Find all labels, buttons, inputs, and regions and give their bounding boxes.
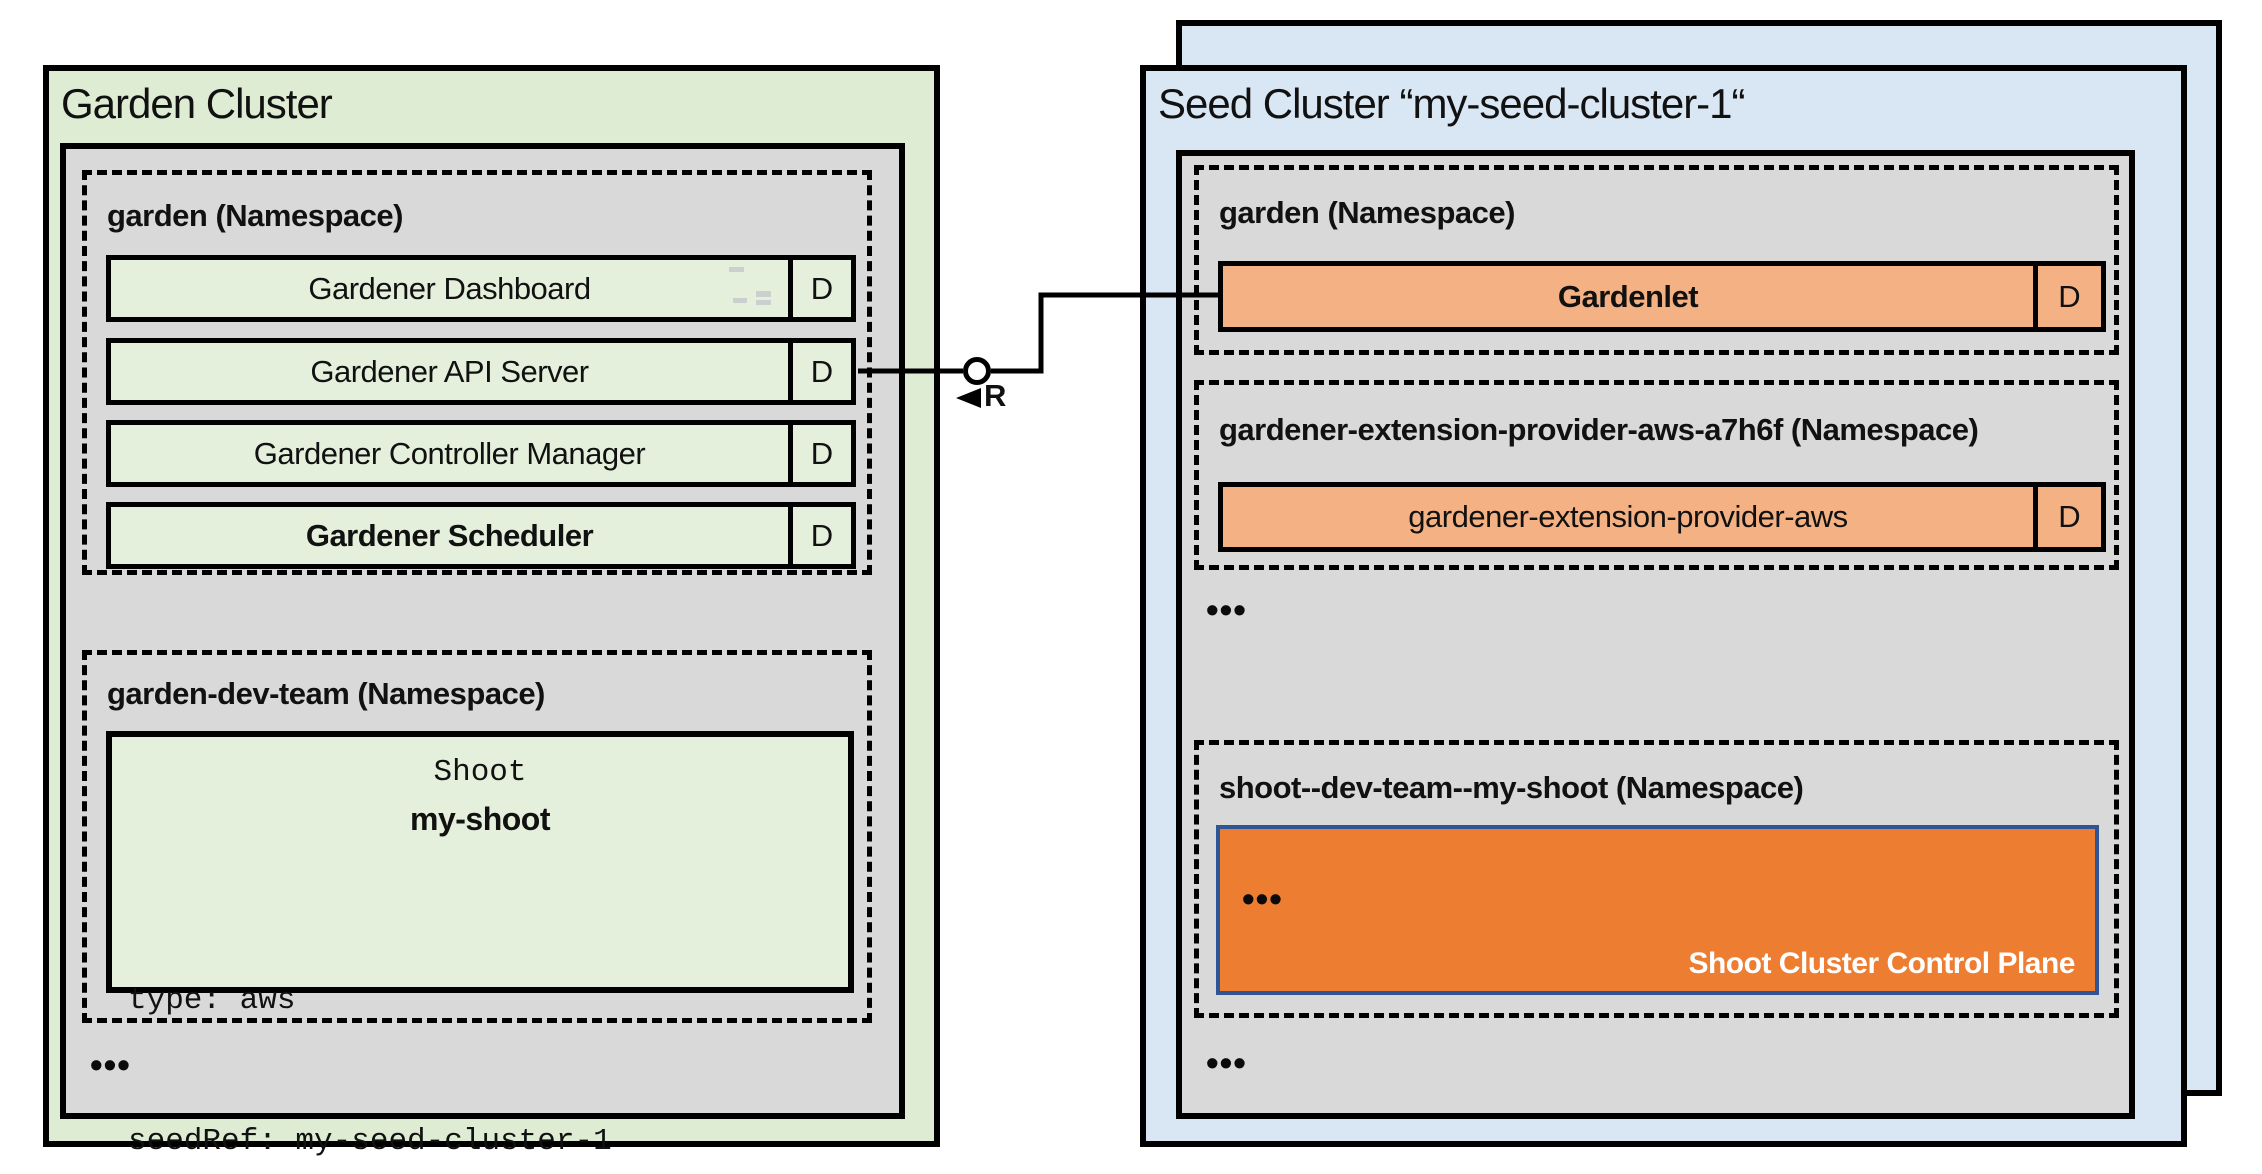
shoot-attr-type: type: aws [128, 983, 296, 1018]
component-row-gardener-dashboard: Gardener Dashboard D [106, 255, 856, 322]
shoot-cluster-control-plane-label: Shoot Cluster Control Plane [1688, 947, 2075, 980]
component-label: Gardener API Server [310, 353, 589, 389]
shoot-kind: Shoot [433, 755, 527, 790]
seed-cluster-box: Seed Cluster “my-seed-cluster-1“ garden … [1140, 65, 2187, 1147]
component-row-extension-provider-aws: gardener-extension-provider-aws D [1218, 482, 2106, 552]
namespace-extension-provider-aws-label: gardener-extension-provider-aws-a7h6f (N… [1219, 412, 1979, 447]
ellipsis-control-plane-components: ••• [1242, 878, 1283, 919]
deployment-badge: D [2033, 266, 2101, 327]
seed-cluster-title: Seed Cluster “my-seed-cluster-1“ [1158, 80, 1746, 127]
ellipsis-more-namespaces: ••• [90, 1044, 131, 1085]
ellipsis-more-extensions: ••• [1206, 589, 1247, 630]
namespace-seed-garden: garden (Namespace) Gardenlet D [1194, 165, 2119, 355]
deployment-badge: D [788, 260, 851, 317]
artifact-dash [729, 267, 744, 272]
seed-cluster-inner-panel: garden (Namespace) Gardenlet D gardener-… [1176, 150, 2135, 1119]
component-label: Gardener Controller Manager [253, 435, 646, 471]
artifact-dash [756, 300, 771, 305]
namespace-seed-garden-label: garden (Namespace) [1219, 195, 1515, 230]
shoot-name: my-shoot [410, 801, 551, 837]
garden-cluster-inner-panel: garden (Namespace) Gardener Dashboard D … [60, 143, 905, 1159]
ellipsis-more-shoot-namespaces: ••• [1206, 1042, 1247, 1083]
component-label: gardener-extension-provider-aws [1408, 499, 1848, 534]
namespace-extension-provider-aws: gardener-extension-provider-aws-a7h6f (N… [1194, 380, 2119, 570]
artifact-dash [756, 291, 771, 297]
namespace-garden-dev-team: garden-dev-team (Namespace) Shoot my-sho… [82, 650, 872, 1159]
component-row-gardener-api-server: Gardener API Server D [106, 338, 856, 405]
namespace-garden-label: garden (Namespace) [107, 198, 403, 233]
component-row-gardener-controller-manager: Gardener Controller Manager D [106, 420, 856, 487]
shoot-cluster-control-plane-box: ••• Shoot Cluster Control Plane [1216, 825, 2099, 995]
connector-r-label: R [984, 378, 1007, 413]
component-row-gardenlet: Gardenlet D [1218, 261, 2106, 332]
shoot-attributes: type: aws seedRef: my-seed-cluster-1 [128, 883, 848, 1174]
component-label: Gardenlet [1557, 278, 1699, 314]
left-arrow-icon [956, 388, 981, 408]
namespace-garden-dev-team-label: garden-dev-team (Namespace) [107, 676, 545, 711]
component-label: Gardener Dashboard [308, 270, 591, 306]
namespace-shoot-dev-team-my-shoot-label: shoot--dev-team--my-shoot (Namespace) [1219, 770, 1804, 805]
deployment-badge: D [2033, 487, 2101, 547]
namespace-garden: garden (Namespace) Gardener Dashboard D … [82, 170, 872, 575]
deployment-badge: D [788, 425, 851, 482]
namespace-shoot-dev-team-my-shoot: shoot--dev-team--my-shoot (Namespace) ••… [1194, 740, 2119, 1018]
shoot-attr-seedref: seedRef: my-seed-cluster-1 [128, 1124, 612, 1159]
artifact-dash [733, 298, 747, 303]
garden-cluster-title: Garden Cluster [61, 80, 333, 127]
shoot-resource-card: Shoot my-shoot type: aws seedRef: my-see… [106, 731, 854, 1159]
component-label: Gardener Scheduler [305, 517, 594, 553]
deployment-badge: D [788, 343, 851, 400]
garden-cluster-box: Garden Cluster garden (Namespace) Garden… [43, 65, 940, 1159]
component-row-gardener-scheduler: Gardener Scheduler D [106, 502, 856, 569]
deployment-badge: D [788, 507, 851, 564]
